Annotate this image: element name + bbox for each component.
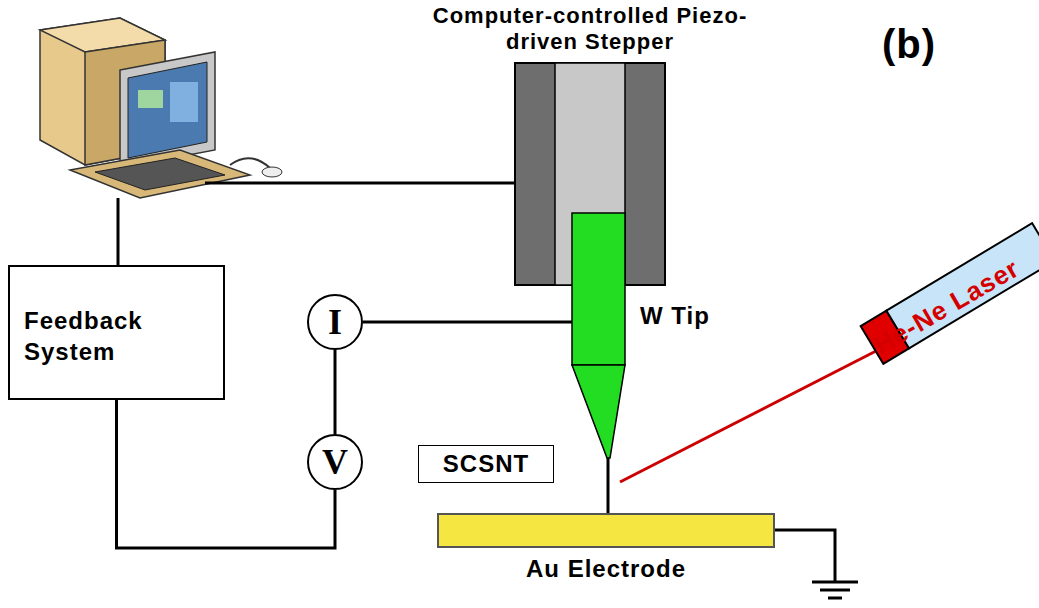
laser — [620, 223, 1039, 482]
wire-connector — [334, 350, 337, 434]
voltage-source: V — [307, 434, 363, 490]
node-text: Au Electrode — [439, 555, 773, 583]
computer-icon — [40, 18, 282, 198]
stepper-node: Computer-controlled Piezo-driven Stepper — [515, 63, 665, 285]
node-text: I — [328, 304, 342, 340]
panel-label: (b) — [882, 22, 936, 67]
sample-label-box: SCSNT — [418, 445, 554, 483]
wire-connector — [117, 400, 336, 548]
node-text: Feedback System — [24, 305, 174, 367]
feedback-box: Feedback System — [8, 265, 225, 400]
tip-label: W Tip — [640, 302, 710, 330]
node-text: SCSNT — [443, 450, 529, 478]
wires — [118, 183, 858, 598]
tungsten-tip — [572, 213, 625, 513]
node-text: Computer-controlled Piezo-driven Stepper — [425, 3, 755, 56]
current-meter: I — [307, 294, 363, 350]
node-text: V — [322, 444, 348, 480]
electrode-bar: Au Electrode — [437, 513, 775, 548]
